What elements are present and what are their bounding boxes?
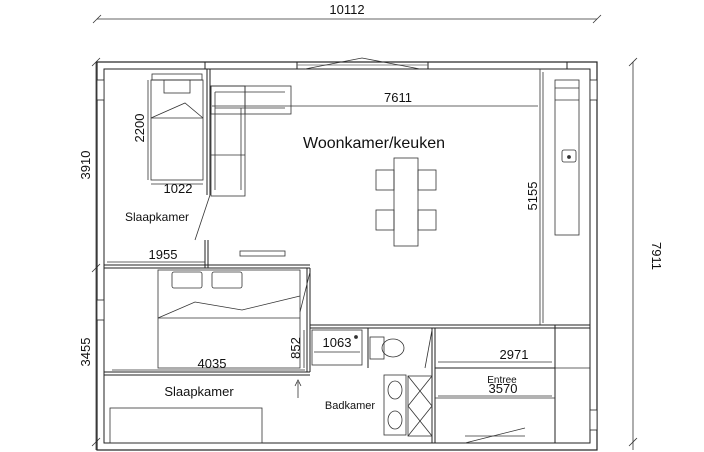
toilet <box>369 336 405 360</box>
bed-single <box>150 79 204 181</box>
internal-dimension-lines <box>107 72 552 397</box>
north-arrow-icon <box>294 379 302 398</box>
left-upper-label: 3910 <box>78 151 93 180</box>
sofa <box>210 85 292 197</box>
bed1-length-label: 2200 <box>132 114 147 143</box>
entree-lower-label: 3570 <box>489 381 518 396</box>
bath-depth-label: 852 <box>288 337 303 359</box>
shower-width-label: 1063 <box>323 335 352 350</box>
kitchen-counter <box>539 69 580 325</box>
door-swings <box>194 194 433 369</box>
overall-height-label: 7911 <box>649 242 664 270</box>
room-label-living: Woonkamer/keuken <box>303 135 445 152</box>
living-width-label: 7611 <box>384 90 412 105</box>
entree-upper-label: 2971 <box>500 347 529 362</box>
entree-cabinet <box>435 367 590 399</box>
storage-cabinet <box>407 375 433 437</box>
room-labels: Woonkamer/keuken Slaapkamer Slaapkamer B… <box>125 135 517 412</box>
wardrobe <box>109 407 263 444</box>
room-label-entrance: Entree <box>487 375 517 386</box>
dimension-labels: 10112 7911 3910 3455 7611 5155 2200 1022… <box>78 2 664 396</box>
left-lower-label: 3455 <box>78 338 93 367</box>
shower <box>311 329 363 366</box>
room-label-bathroom: Badkamer <box>325 400 375 412</box>
living-depth-label: 5155 <box>525 182 540 211</box>
nightstand-1 <box>151 73 203 81</box>
sinks <box>383 374 407 436</box>
tv-unit <box>239 250 286 257</box>
outer-walls <box>96 57 598 451</box>
overall-width-label: 10112 <box>329 2 364 17</box>
bed-double <box>157 269 301 369</box>
room-label-bedroom-large: Slaapkamer <box>164 384 234 399</box>
bed1-width-label: 1022 <box>164 181 193 196</box>
room-label-bedroom-small: Slaapkamer <box>125 210 189 224</box>
bedroom2-width-label: 4035 <box>198 356 227 371</box>
dining-table <box>375 157 437 247</box>
bedroom1-width-label: 1955 <box>149 247 178 262</box>
dimension-lines <box>91 14 638 450</box>
